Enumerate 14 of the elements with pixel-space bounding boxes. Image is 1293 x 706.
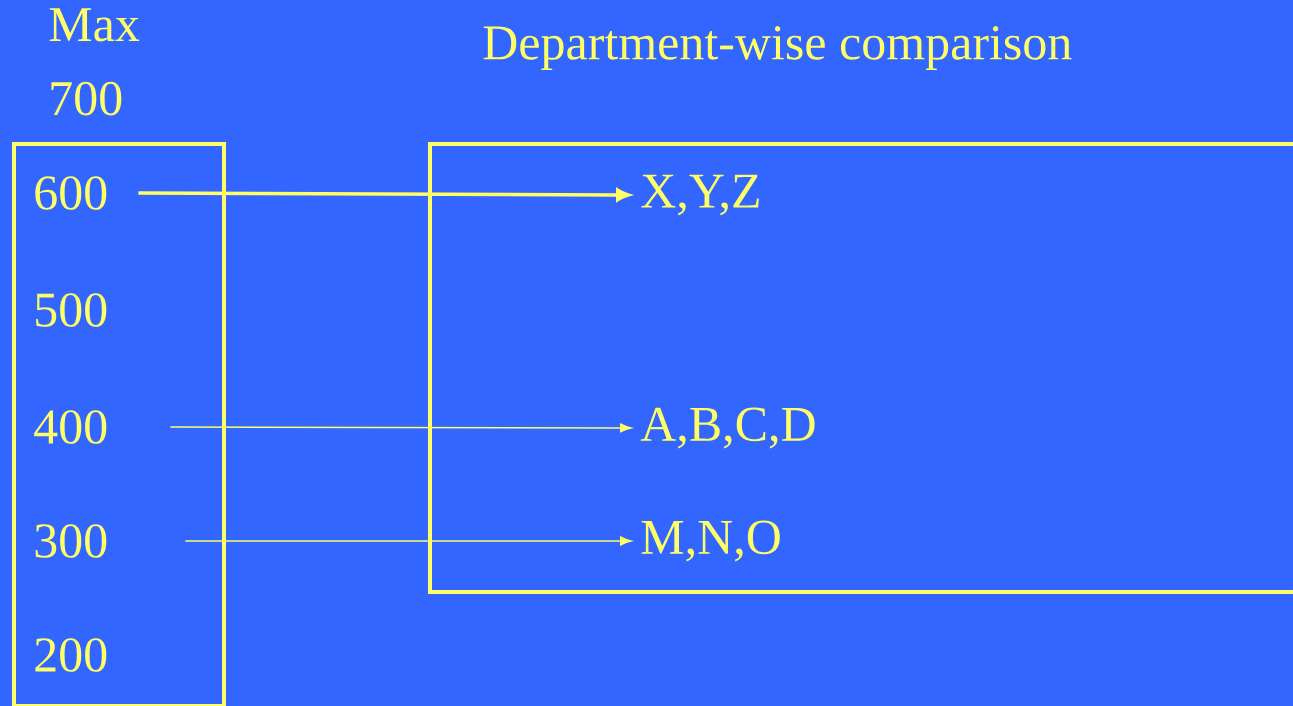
value-label: 200 bbox=[35, 638, 107, 672]
frame-box bbox=[428, 142, 1293, 594]
value-label: 500 bbox=[36, 293, 107, 327]
value-label: 600 bbox=[35, 176, 107, 210]
value-label: 400 bbox=[34, 410, 107, 444]
value-label: 300 bbox=[35, 524, 107, 558]
scale-label: Max 700 bbox=[49, 8, 140, 116]
value-label: M,N,O bbox=[641, 520, 780, 562]
arrow bbox=[169, 423, 632, 433]
value-label: A,B,C,D bbox=[640, 407, 815, 449]
title: Department-wise comparison bbox=[483, 26, 1072, 70]
frame-box bbox=[12, 142, 226, 706]
arrow bbox=[184, 536, 632, 546]
value-label: X,Y,Z bbox=[641, 174, 759, 216]
